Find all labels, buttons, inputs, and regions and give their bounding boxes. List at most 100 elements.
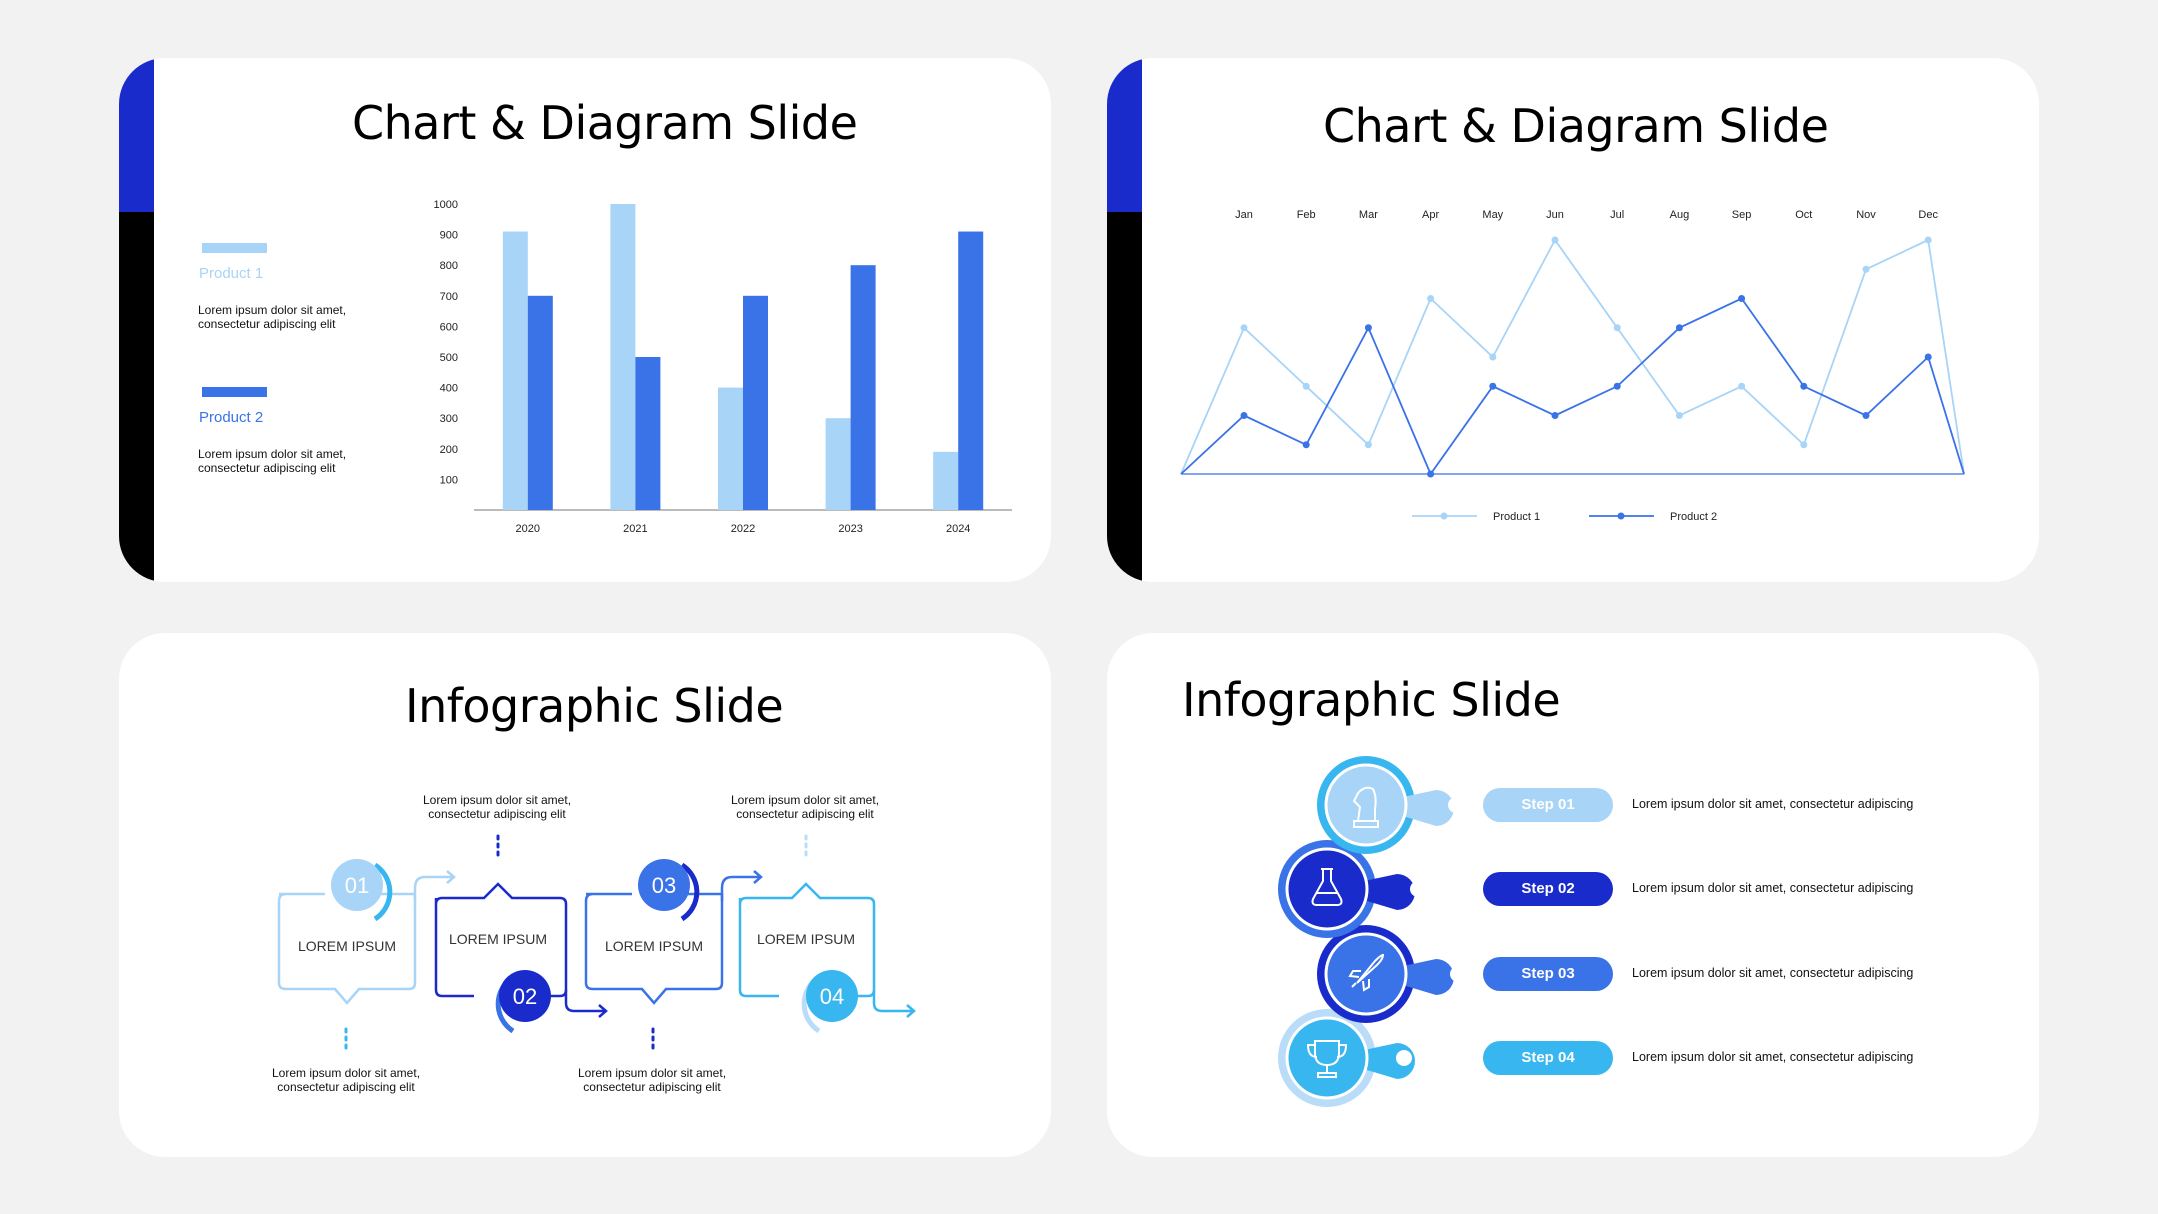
bar-product-1 <box>825 418 851 510</box>
chess-knight-icon <box>1352 786 1379 828</box>
y-tick-label: 800 <box>440 260 458 272</box>
y-tick-label: 1000 <box>434 199 458 211</box>
trophy-icon <box>1306 1040 1348 1078</box>
y-tick-label: 300 <box>440 413 458 425</box>
step-number: 02 <box>513 984 537 1009</box>
point-product-1 <box>1364 441 1372 449</box>
step-desc-03: Lorem ipsum dolor sit amet, consectetur … <box>1632 966 1914 980</box>
slide-title: Infographic Slide <box>1182 673 1561 727</box>
step-number: 04 <box>820 984 844 1009</box>
accent-bar-bottom <box>1107 212 1142 582</box>
y-tick-label: 700 <box>440 291 458 303</box>
step-circle-04: 04 <box>801 970 858 1034</box>
step-node-01 <box>1317 756 1464 854</box>
step-pill-03: Step 03 <box>1483 957 1613 991</box>
legend-name-product-2: Product 2 <box>199 409 264 426</box>
arrow-3 <box>720 870 763 901</box>
x-tick-label: Jul <box>1610 209 1624 221</box>
step-text-bottom-1: Lorem ipsum dolor sit amet, consectetur … <box>271 1066 421 1094</box>
step-text-bottom-2: Lorem ipsum dolor sit amet, consectetur … <box>577 1066 727 1094</box>
point-product-2 <box>1738 295 1746 302</box>
shape-label: LOREM IPSUM <box>298 938 396 954</box>
x-tick-label: Jan <box>1235 209 1253 221</box>
point-product-2 <box>1489 382 1497 390</box>
bar-product-1 <box>610 204 636 510</box>
x-tick-label: 2020 <box>516 523 540 535</box>
x-tick-label: Feb <box>1297 209 1316 221</box>
arrow-4 <box>872 990 916 1018</box>
accent-bar-top <box>119 58 154 212</box>
step-desc-04: Lorem ipsum dolor sit amet, consectetur … <box>1632 1050 1914 1064</box>
y-tick-label: 200 <box>440 444 458 456</box>
process-shape-2 <box>434 882 568 998</box>
bar-product-1 <box>502 231 528 511</box>
point-product-2 <box>1924 353 1932 361</box>
legend-swatch-product-1 <box>202 243 267 253</box>
point-product-1 <box>1302 382 1310 390</box>
step-number: 03 <box>652 873 676 898</box>
point-product-1 <box>1862 265 1870 273</box>
point-product-1 <box>1800 441 1808 449</box>
arrow-1 <box>413 870 456 901</box>
step-pill-04: Step 04 <box>1483 1041 1613 1075</box>
legend-swatch-product-2 <box>202 387 267 397</box>
x-tick-label: Aug <box>1670 209 1690 221</box>
x-tick-label: 2024 <box>946 523 970 535</box>
legend-marker-product-2 <box>1617 512 1625 520</box>
steps-diagram <box>1278 756 1466 1107</box>
y-tick-label: 900 <box>440 230 458 242</box>
point-product-1 <box>1240 324 1248 332</box>
x-tick-label: Mar <box>1359 209 1378 221</box>
x-tick-label: Sep <box>1732 209 1752 221</box>
shape-label: LOREM IPSUM <box>605 938 703 954</box>
y-tick-label: 600 <box>440 321 458 333</box>
point-product-1 <box>1489 353 1497 361</box>
bar-product-2 <box>850 265 876 510</box>
line-product-1 <box>1180 238 1965 475</box>
point-product-2 <box>1240 412 1248 419</box>
slide-process-infographic: Infographic Slide Lorem ipsum dolor sit … <box>119 633 1051 1157</box>
x-tick-label: Nov <box>1856 209 1876 221</box>
step-desc-01: Lorem ipsum dolor sit amet, consectetur … <box>1632 797 1914 811</box>
point-product-2 <box>1364 324 1372 332</box>
flask-icon <box>1311 868 1343 906</box>
legend-marker-product-1 <box>1440 512 1448 520</box>
bar-product-2 <box>635 357 661 510</box>
point-product-2 <box>1427 470 1435 478</box>
x-tick-label: 2023 <box>838 523 862 535</box>
rocket-icon <box>1348 953 1385 992</box>
point-product-2 <box>1613 382 1621 390</box>
slide-title: Infographic Slide <box>405 679 784 733</box>
step-number: 01 <box>345 873 369 898</box>
legend-desc-product-2: Lorem ipsum dolor sit amet, consectetur … <box>198 447 347 475</box>
step-pill-01: Step 01 <box>1483 788 1613 822</box>
point-product-1 <box>1738 382 1746 390</box>
legend-desc-product-1: Lorem ipsum dolor sit amet, consectetur … <box>198 303 347 331</box>
x-tick-label: Oct <box>1795 209 1812 221</box>
step-node-02 <box>1278 840 1426 938</box>
point-product-2 <box>1675 324 1683 332</box>
legend-name-product-1: Product 1 <box>199 265 264 282</box>
step-desc-02: Lorem ipsum dolor sit amet, consectetur … <box>1632 881 1914 895</box>
step-circle-01: 01 <box>331 859 393 922</box>
arrow-2 <box>564 990 608 1018</box>
slide-bar-chart: Chart & Diagram Slide Product 1 Lorem ip… <box>119 58 1051 582</box>
process-diagram: 01 02 03 04 LOREM IPSUM LOREM IPSUM LORE… <box>277 834 916 1055</box>
line-product-2 <box>1180 297 1965 476</box>
point-product-2 <box>1800 382 1808 390</box>
accent-bar-bottom <box>119 212 154 582</box>
point-product-1 <box>1613 324 1621 332</box>
slide-title: Chart & Diagram Slide <box>1323 99 1829 153</box>
bar-product-1 <box>718 387 743 510</box>
point-product-2 <box>1302 441 1310 449</box>
legend-label-product-2: Product 2 <box>1670 511 1717 523</box>
legend-label-product-1: Product 1 <box>1493 511 1540 523</box>
step-node-04 <box>1278 1009 1415 1107</box>
step-node-03 <box>1317 925 1466 1023</box>
shape-label: LOREM IPSUM <box>449 931 547 947</box>
bar-product-2 <box>743 295 768 510</box>
y-tick-label: 500 <box>440 352 458 364</box>
